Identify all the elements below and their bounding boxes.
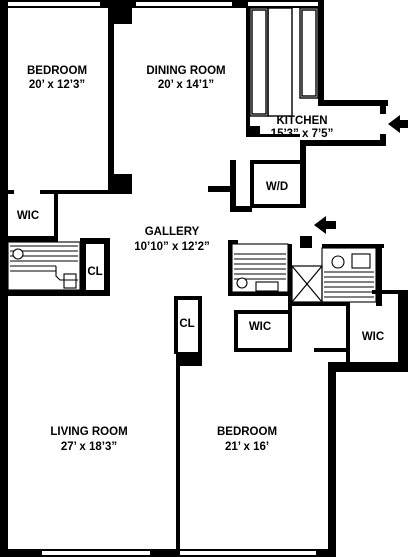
wd-label: W/D (266, 181, 288, 193)
bedroom-bottom-dims: 21’ x 16’ (225, 441, 269, 453)
gallery-name: GALLERY (145, 226, 200, 238)
kitchen-fixtures (249, 7, 319, 117)
shaft (291, 265, 323, 303)
kitchen-dims: 15’3” x 7’5” (271, 128, 334, 140)
bedroom-top-dims: 20’ x 12’3” (29, 79, 85, 91)
living-name: LIVING ROOM (50, 426, 127, 438)
bedroom-top-name: BEDROOM (27, 65, 87, 77)
living-dims: 27’ x 18’3” (61, 441, 117, 453)
kitchen-entry-arrow-icon (388, 115, 408, 133)
gallery-dims: 10’10” x 12’2” (134, 241, 209, 253)
kitchen-name: KITCHEN (276, 115, 327, 127)
wic-left-label: WIC (17, 210, 39, 222)
dining-name: DINING ROOM (146, 65, 225, 77)
entry-arrow-icon (314, 216, 336, 234)
bath-left (7, 241, 81, 291)
bath-right (321, 247, 377, 303)
wic-mid-label: WIC (249, 321, 271, 333)
cl-left-label: CL (87, 266, 102, 278)
wic-right-label: WIC (362, 331, 384, 343)
bath-center (231, 243, 289, 293)
room-labels: BEDROOM 20’ x 12’3” DINING ROOM 20’ x 14… (17, 65, 384, 453)
cl-mid-label: CL (179, 318, 194, 330)
bedroom-bottom-name: BEDROOM (217, 426, 277, 438)
dining-dims: 20’ x 14’1” (158, 79, 214, 91)
